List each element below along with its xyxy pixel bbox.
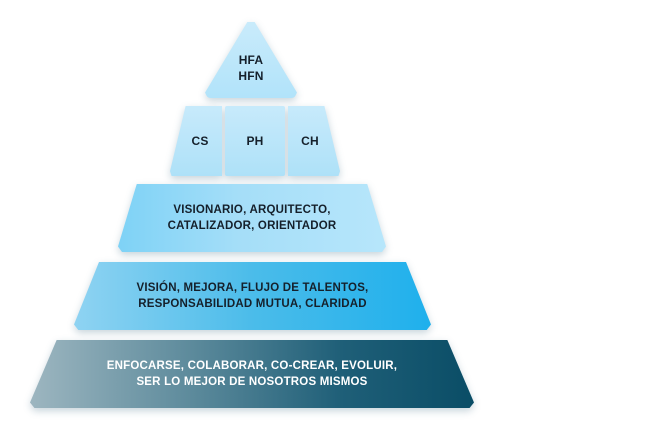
segment-cs: CS: [170, 106, 222, 176]
practices-label: VISIÓN, MEJORA, FLUJO DE TALENTOS, RESPO…: [74, 262, 431, 330]
base-label-line-2: SER LO MEJOR DE NOSOTROS MISMOS: [136, 376, 368, 388]
pyramid-segments-tier: CS PH CH: [170, 106, 340, 176]
pyramid-apex-tier: HFA HFN: [205, 22, 297, 98]
segment-ch: CH: [288, 106, 340, 176]
segment-ph-label: PH: [246, 134, 264, 148]
base-label-line-1: ENFOCARSE, COLABORAR, CO-CREAR, EVOLUIR,: [106, 360, 398, 372]
roles-label-line-1: VISIONARIO, ARQUITECTO,: [173, 204, 331, 216]
base-shape: [30, 340, 474, 408]
practices-label-line-2: RESPONSABILIDAD MUTUA, CLARIDAD: [138, 298, 367, 310]
segment-ph: PH: [225, 106, 285, 176]
segment-ph-shape: [225, 106, 285, 176]
segment-cs-label: CS: [191, 134, 209, 148]
apex-label-line-1: HFA: [238, 53, 264, 67]
roles-shape: [118, 184, 386, 252]
practices-shape: [74, 262, 431, 330]
practices-label-line-1: VISIÓN, MEJORA, FLUJO DE TALENTOS,: [136, 282, 369, 294]
roles-label: VISIONARIO, ARQUITECTO, CATALIZADOR, ORI…: [118, 184, 386, 252]
roles-label-line-2: CATALIZADOR, ORIENTADOR: [167, 220, 337, 232]
apex-label-line-2: HFN: [238, 69, 264, 83]
apex-label: HFA HFN: [205, 22, 297, 98]
base-label: ENFOCARSE, COLABORAR, CO-CREAR, EVOLUIR,…: [30, 340, 474, 408]
pyramid-base-tier: ENFOCARSE, COLABORAR, CO-CREAR, EVOLUIR,…: [30, 340, 474, 408]
pyramid-practices-tier: VISIÓN, MEJORA, FLUJO DE TALENTOS, RESPO…: [74, 262, 431, 330]
segment-ch-label: CH: [301, 134, 319, 148]
pyramid-roles-tier: VISIONARIO, ARQUITECTO, CATALIZADOR, ORI…: [118, 184, 386, 252]
